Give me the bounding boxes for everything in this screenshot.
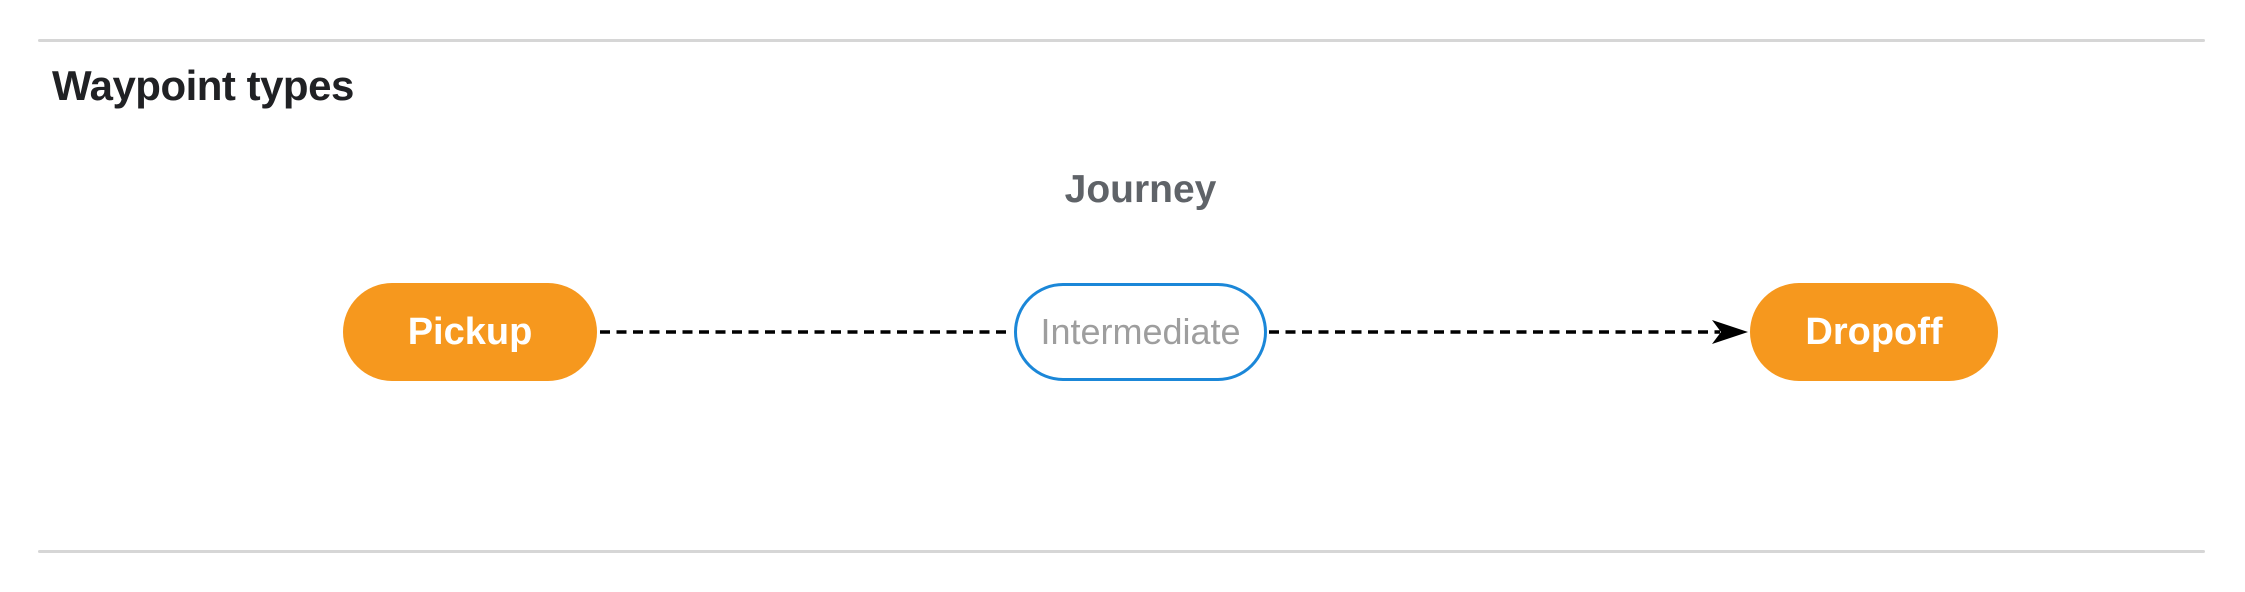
arrowhead-icon (1712, 320, 1748, 344)
bottom-divider (38, 550, 2205, 553)
node-pickup: Pickup (343, 283, 597, 381)
top-divider (38, 39, 2205, 42)
node-intermediate: Intermediate (1014, 283, 1267, 381)
node-dropoff: Dropoff (1750, 283, 1998, 381)
diagram-caption: Journey (1064, 168, 1217, 211)
section-title: Waypoint types (52, 62, 354, 109)
